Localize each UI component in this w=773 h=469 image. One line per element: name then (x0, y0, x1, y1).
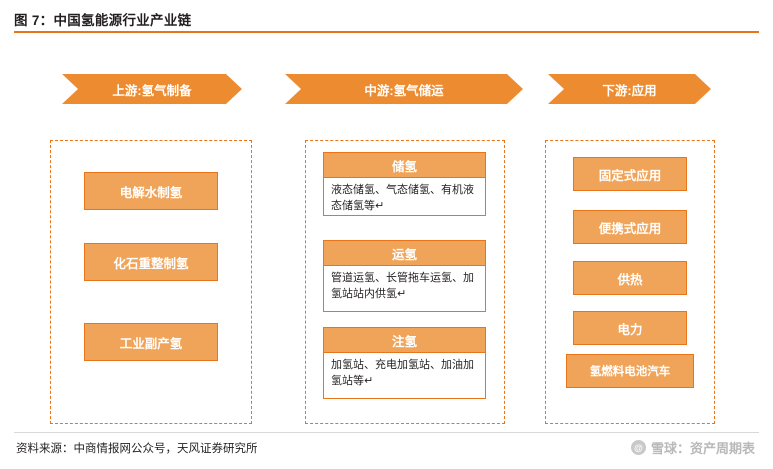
watermark-icon: @ (630, 440, 646, 455)
downstream-item-0-label: 固定式应用 (598, 168, 662, 183)
midstream-card-1-body: 管道运氢、长管拖车运氢、加氢站站内供氢↵ (331, 272, 474, 300)
banner-upstream-label: 上游:氢气制备 (112, 83, 192, 98)
page-title: 图 7：中国氢能源行业产业链 (14, 13, 192, 28)
downstream-item-4-label: 氢燃料电池汽车 (589, 366, 671, 378)
title-divider (14, 31, 759, 33)
banner-downstream-label: 下游:应用 (602, 83, 657, 98)
midstream-card-1: 运氢 管道运氢、长管拖车运氢、加氢站站内供氢↵ (323, 240, 486, 312)
midstream-card-2-body: 加氢站、充电加氢站、加油加氢站等↵ (331, 359, 474, 387)
midstream-card-0-body: 液态储氢、气态储氢、有机液态储氢等↵ (331, 184, 474, 212)
upstream-item-1-label: 化石重整制氢 (113, 256, 189, 271)
banner-midstream-label: 中游:氢气储运 (364, 83, 444, 98)
midstream-card-1-head: 运氢 (324, 241, 485, 266)
banner-midstream: 中游:氢气储运 (285, 74, 523, 104)
footer-divider (14, 432, 759, 433)
watermark: @ 雪球：资产周期表 (630, 438, 755, 457)
upstream-item-2-label: 工业副产氢 (119, 336, 183, 351)
downstream-item-4: 氢燃料电池汽车 (566, 354, 694, 388)
upstream-item-1: 化石重整制氢 (84, 243, 218, 281)
midstream-card-2: 注氢 加氢站、充电加氢站、加油加氢站等↵ (323, 327, 486, 399)
banner-upstream: 上游:氢气制备 (62, 74, 242, 104)
source-note: 资料来源：中商情报网公众号，天风证券研究所 (16, 443, 258, 455)
midstream-card-0: 储氢 液态储氢、气态储氢、有机液态储氢等↵ (323, 152, 486, 216)
downstream-item-3-label: 电力 (617, 322, 643, 337)
midstream-card-0-head: 储氢 (324, 153, 485, 178)
downstream-item-2-label: 供热 (617, 272, 643, 287)
midstream-card-2-head: 注氢 (324, 328, 485, 353)
downstream-item-3: 电力 (573, 311, 687, 345)
watermark-label: 雪球：资产周期表 (650, 441, 755, 456)
downstream-item-1: 便携式应用 (573, 210, 687, 244)
downstream-item-2: 供热 (573, 261, 687, 295)
banner-downstream: 下游:应用 (548, 74, 711, 104)
upstream-item-0: 电解水制氢 (84, 172, 218, 210)
upstream-item-2: 工业副产氢 (84, 323, 218, 361)
upstream-item-0-label: 电解水制氢 (119, 185, 183, 200)
downstream-item-1-label: 便携式应用 (598, 221, 662, 236)
figure-title-bar: 图 7：中国氢能源行业产业链 (14, 6, 759, 32)
downstream-item-0: 固定式应用 (573, 157, 687, 191)
